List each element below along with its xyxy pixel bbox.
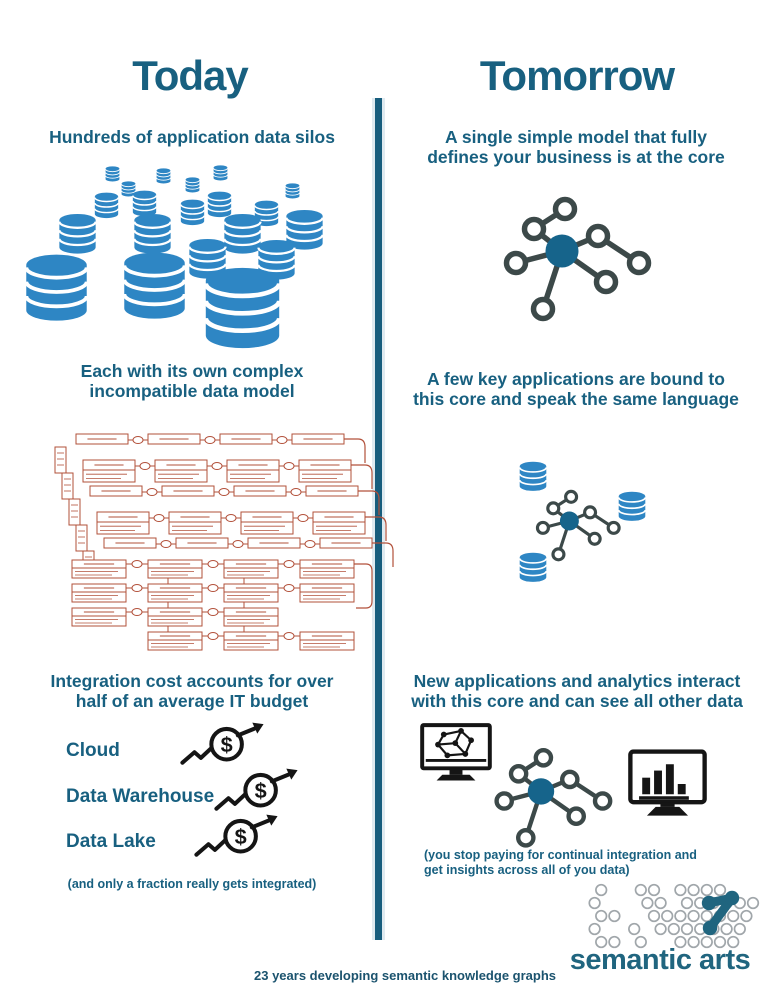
er-diagram: [54, 433, 394, 651]
semantic-arts-logo: [588, 883, 760, 949]
database-icon: [156, 168, 171, 184]
core-graph-icon: [532, 487, 624, 563]
rising-cost-icon: [180, 720, 270, 770]
budget-heading: Integration cost accounts for over half …: [50, 671, 334, 711]
core-graph-icon: [497, 192, 657, 324]
database-icon: [188, 238, 227, 280]
data-warehouse-label: Data Warehouse: [66, 786, 215, 807]
data-model-heading: Each with its own complex incompatible d…: [80, 361, 304, 401]
app-monitor-icon: [420, 723, 492, 782]
key-apps-heading: A few key applications are bound to this…: [413, 369, 739, 409]
database-icon: [58, 213, 97, 255]
database-icon: [185, 177, 200, 193]
database-icon: [94, 192, 119, 219]
database-icon: [257, 239, 296, 281]
database-icon: [203, 266, 282, 351]
rising-cost-icon: [214, 766, 304, 816]
logo-molecule-icon: [701, 890, 740, 936]
cloud-label: Cloud: [66, 740, 120, 761]
database-icon: [180, 199, 205, 226]
tomorrow-heading: Tomorrow: [479, 52, 675, 99]
database-icon: [132, 190, 157, 217]
integration-footnote: (and only a fraction really gets integra…: [67, 877, 317, 891]
core-model-heading: A single simple model that fully defines…: [427, 127, 725, 167]
database-icon: [24, 253, 89, 323]
column-divider-line: [372, 98, 385, 940]
integration-savings-footnote: (you stop paying for continual integrati…: [424, 848, 697, 877]
rising-cost-icon: [194, 812, 284, 862]
today-heading: Today: [132, 52, 249, 99]
database-icon: [207, 191, 232, 218]
database-icon: [213, 165, 228, 181]
analytics-monitor-icon: [628, 749, 707, 819]
analytics-heading: New applications and analytics interact …: [411, 671, 743, 711]
database-icon: [285, 183, 300, 199]
database-icon: [285, 209, 324, 251]
database-icon: [105, 166, 120, 182]
database-icon: [122, 251, 187, 321]
database-icon: [223, 213, 262, 255]
silos-heading: Hundreds of application data silos: [49, 127, 335, 147]
database-icon: [121, 181, 136, 197]
data-lake-label: Data Lake: [66, 831, 156, 852]
database-icon: [133, 213, 172, 255]
tagline: 23 years developing semantic knowledge g…: [254, 968, 556, 983]
semantic-arts-wordmark: semantic arts: [569, 944, 751, 976]
database-icon: [254, 200, 279, 227]
core-graph-icon: [489, 744, 617, 850]
